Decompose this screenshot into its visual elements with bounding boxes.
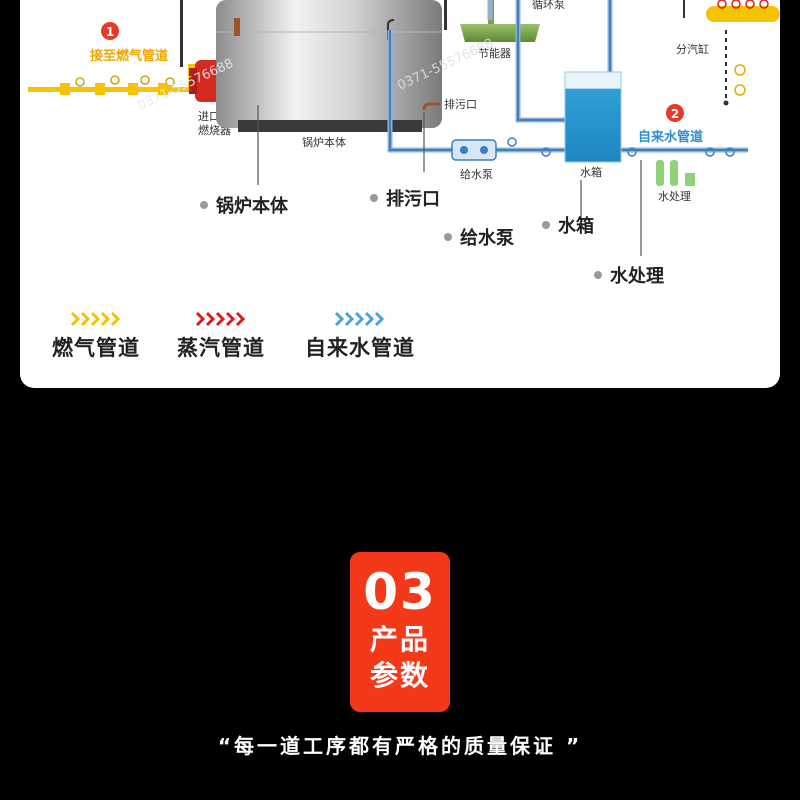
svg-text:节能器: 节能器 <box>478 46 511 60</box>
boiler-system-diagram: 1 接至燃气管道 进口 燃烧器 锅炉本体 节能器 循环泵 <box>28 0 780 256</box>
svg-text:循环泵: 循环泵 <box>532 0 565 11</box>
drain: 排污口 <box>422 97 477 172</box>
slogan: “每一道工序都有严格的质量保证 ” <box>217 734 583 758</box>
section-number: 03 <box>363 563 437 621</box>
callout-dot <box>444 233 452 241</box>
svg-text:进口: 进口 <box>198 110 220 123</box>
section-title-line2: 参数 <box>369 659 430 692</box>
steam-arrows-icon <box>195 311 246 327</box>
callout-feed-pump: 给水泵 <box>444 224 514 250</box>
legend-steam: 蒸汽管道 <box>177 310 265 362</box>
feed-pump: 给水泵 <box>451 137 735 181</box>
legend-gas: 燃气管道 <box>52 310 140 362</box>
callout-boiler-body: 锅炉本体 <box>200 192 288 218</box>
steam-header: 分汽缸 <box>676 0 780 106</box>
water-tank: 水箱 <box>564 71 622 218</box>
callout-dot <box>594 271 602 279</box>
svg-text:排污口: 排污口 <box>444 97 477 111</box>
gas-arrows-icon <box>70 311 121 327</box>
water-step-marker: 2 自来水管道 <box>638 104 703 145</box>
gas-step-marker: 1 接至燃气管道 <box>90 22 168 64</box>
svg-text:水箱: 水箱 <box>580 165 602 179</box>
svg-text:给水泵: 给水泵 <box>460 168 493 181</box>
callout-dot <box>370 194 378 202</box>
callout-tank: 水箱 <box>542 212 594 238</box>
svg-text:水处理: 水处理 <box>658 190 691 203</box>
diagram-card: 1 接至燃气管道 进口 燃烧器 锅炉本体 节能器 循环泵 <box>20 0 780 388</box>
water-pipe-label: 自来水管道 <box>638 129 703 145</box>
callout-drain: 排污口 <box>370 185 440 211</box>
gas-pipe-label: 接至燃气管道 <box>90 48 168 64</box>
section-badge: 03 产品 参数 <box>350 552 450 712</box>
svg-text:分汽缸: 分汽缸 <box>676 42 709 56</box>
callout-dot <box>200 201 208 209</box>
section-title-line1: 产品 <box>369 623 430 656</box>
boiler-body: 锅炉本体 <box>216 0 442 185</box>
legend-water: 自来水管道 <box>305 310 415 362</box>
svg-text:1: 1 <box>106 25 114 39</box>
svg-text:2: 2 <box>671 107 679 121</box>
water-arrows-icon <box>334 311 385 327</box>
svg-text:锅炉本体: 锅炉本体 <box>302 135 346 149</box>
water-treatment: 水处理 <box>640 160 695 256</box>
callout-dot <box>542 221 550 229</box>
callout-water-treatment: 水处理 <box>594 262 664 288</box>
